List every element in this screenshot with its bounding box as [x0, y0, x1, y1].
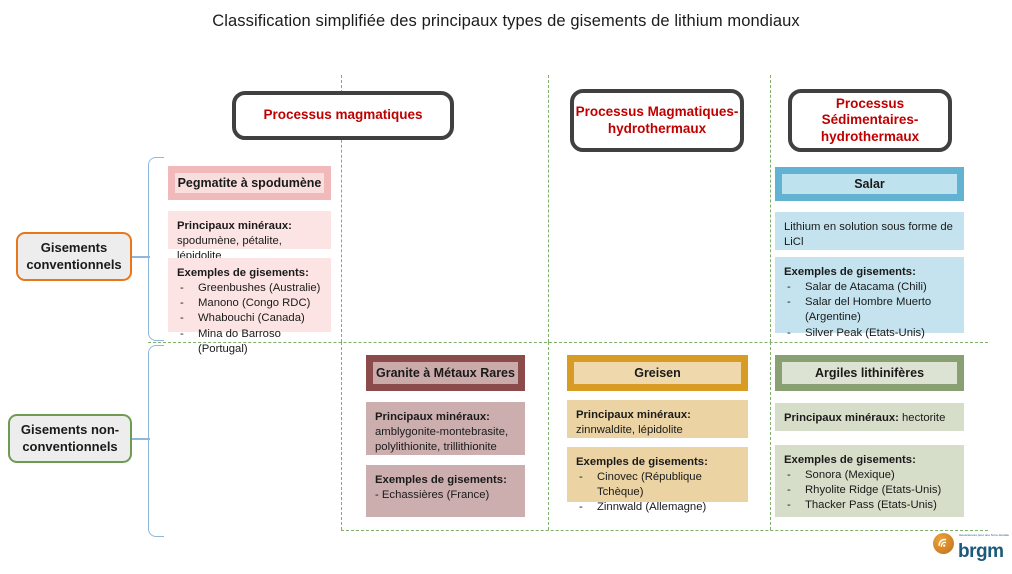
dash-marker: -: [787, 499, 791, 512]
deposit-examples-greisen: Exemples de gisements: -Cinovec (Républi…: [567, 447, 748, 513]
deposit-title: Pegmatite à spodumène: [177, 176, 322, 190]
category-label: Gisements non-conventionnels: [20, 422, 120, 454]
list-item: -Zinnwald (Allemagne): [576, 500, 739, 515]
examples-label: Exemples de gisements:: [784, 454, 916, 466]
examples-label: Exemples de gisements:: [177, 267, 309, 279]
column-divider-1-lower: [341, 342, 342, 530]
list-item: -Thacker Pass (Etats-Unis): [784, 498, 955, 513]
category-label: Gisements conventionnels: [26, 240, 122, 272]
deposit-description-salar: Lithium en solution sous forme de LiCl: [775, 212, 964, 250]
deposit-header-pegmatite[interactable]: Pegmatite à spodumène: [168, 166, 331, 200]
process-box-magmatiques[interactable]: Processus magmatiques: [232, 91, 454, 140]
column-divider-3-lower: [770, 342, 771, 530]
minerals-value: hectorite: [898, 412, 946, 424]
deposit-examples-pegmatite: Exemples de gisements: -Greenbushes (Aus…: [168, 258, 331, 355]
column-divider-3: [770, 75, 771, 342]
bracket-conventionnels: [148, 157, 164, 341]
process-label: Processus Magmatiques-hydrothermaux: [575, 104, 739, 136]
column-divider-1: [341, 75, 342, 342]
dash-marker: -: [579, 501, 583, 514]
brgm-wave-icon: [938, 538, 947, 547]
list-item: -Whabouchi (Canada): [177, 311, 322, 326]
deposit-minerals-argiles: Principaux minéraux: hectorite: [775, 403, 964, 431]
process-label: Processus magmatiques: [263, 107, 423, 123]
bracket-stem-non-conventionnels: [132, 438, 150, 440]
deposit-minerals-pegmatite: Principaux minéraux: spodumène, pétalite…: [168, 211, 331, 262]
process-box-sedimentaires-hydrothermaux[interactable]: Processus Sédimentaires-hydrothermaux: [788, 89, 952, 152]
deposit-minerals-greisen: Principaux minéraux: zinnwaldite, lépido…: [567, 400, 748, 438]
minerals-label: Principaux minéraux:: [784, 412, 899, 424]
examples-text: - Echassières (France): [375, 488, 490, 501]
minerals-label: Principaux minéraux:: [177, 220, 292, 232]
list-item: -Greenbushes (Australie): [177, 281, 322, 296]
deposit-title: Granite à Métaux Rares: [376, 366, 515, 380]
deposit-title: Salar: [854, 177, 885, 191]
examples-label: Exemples de gisements:: [784, 266, 916, 278]
deposit-minerals-granite: Principaux minéraux: amblygonite-montebr…: [366, 402, 525, 455]
deposit-examples-argiles: Exemples de gisements: -Sonora (Mexique)…: [775, 445, 964, 517]
brgm-tagline: Géosciences pour une Terre durable: [959, 533, 1009, 537]
dash-marker: -: [787, 280, 791, 293]
page-title: Classification simplifiée des principaux…: [212, 12, 800, 30]
dash-marker: -: [579, 470, 583, 483]
brgm-dot-icon: [933, 533, 954, 554]
deposit-title: Argiles lithinifères: [814, 366, 925, 380]
dash-marker: -: [180, 297, 184, 310]
minerals-label: Principaux minéraux:: [576, 409, 691, 421]
brgm-wordmark: brgm: [958, 541, 1004, 562]
bracket-non-conventionnels: [148, 345, 164, 537]
brgm-logo: Géosciences pour une Terre durable brgm: [932, 530, 1009, 570]
dash-marker: -: [180, 327, 184, 340]
list-item: -Mina do Barroso (Portugal): [180, 327, 281, 355]
examples-label: Exemples de gisements:: [375, 474, 507, 486]
category-box-non-conventionnels[interactable]: Gisements non-conventionnels: [8, 414, 132, 463]
dash-marker: -: [180, 312, 184, 325]
deposit-examples-salar: Exemples de gisements: -Salar de Atacama…: [775, 257, 964, 339]
examples-list: -Sonora (Mexique) -Rhyolite Ridge (Etats…: [784, 468, 955, 514]
list-item: -Rhyolite Ridge (Etats-Unis): [784, 483, 955, 498]
column-divider-2-lower: [548, 342, 549, 530]
row-divider-bottom: [341, 530, 988, 531]
examples-list: -Greenbushes (Australie) -Manono (Congo …: [177, 281, 322, 357]
list-item: -Salar del Hombre Muerto (Argentine): [787, 296, 932, 324]
column-divider-2: [548, 75, 549, 342]
category-box-conventionnels[interactable]: Gisements conventionnels: [16, 232, 132, 281]
deposit-header-granite[interactable]: Granite à Métaux Rares: [366, 355, 525, 391]
deposit-header-argiles[interactable]: Argiles lithinifères: [775, 355, 964, 391]
process-label: Processus Sédimentaires-hydrothermaux: [820, 95, 920, 144]
list-item: -Salar de Atacama (Chili): [784, 280, 955, 295]
description-text: Lithium en solution sous forme de LiCl: [784, 221, 953, 248]
process-box-magmatiques-hydrothermaux[interactable]: Processus Magmatiques-hydrothermaux: [570, 89, 744, 152]
row-divider: [148, 342, 988, 343]
list-item: -Cinovec (République Tchèque): [579, 470, 702, 499]
dash-marker: -: [787, 484, 791, 497]
list-item: -Sonora (Mexique): [784, 468, 955, 483]
deposit-examples-granite: Exemples de gisements: - Echassières (Fr…: [366, 465, 525, 517]
examples-label: Exemples de gisements:: [576, 456, 708, 468]
minerals-value: amblygonite-montebrasite, polylithionite…: [375, 425, 509, 453]
deposit-title: Greisen: [634, 366, 681, 380]
examples-list: -Cinovec (République Tchèque) -Zinnwald …: [576, 470, 739, 516]
deposit-header-salar[interactable]: Salar: [775, 167, 964, 201]
examples-list: -Salar de Atacama (Chili) -Salar del Hom…: [784, 280, 955, 341]
dash-marker: -: [787, 326, 791, 339]
list-item: -Manono (Congo RDC): [177, 296, 322, 311]
minerals-value: zinnwaldite, lépidolite: [576, 423, 683, 436]
dash-marker: -: [787, 468, 791, 481]
list-item: -Silver Peak (Etats-Unis): [784, 326, 955, 341]
bracket-stem-conventionnels: [132, 256, 150, 258]
deposit-header-greisen[interactable]: Greisen: [567, 355, 748, 391]
dash-marker: -: [180, 281, 184, 294]
minerals-label: Principaux minéraux:: [375, 411, 490, 423]
dash-marker: -: [787, 296, 791, 309]
